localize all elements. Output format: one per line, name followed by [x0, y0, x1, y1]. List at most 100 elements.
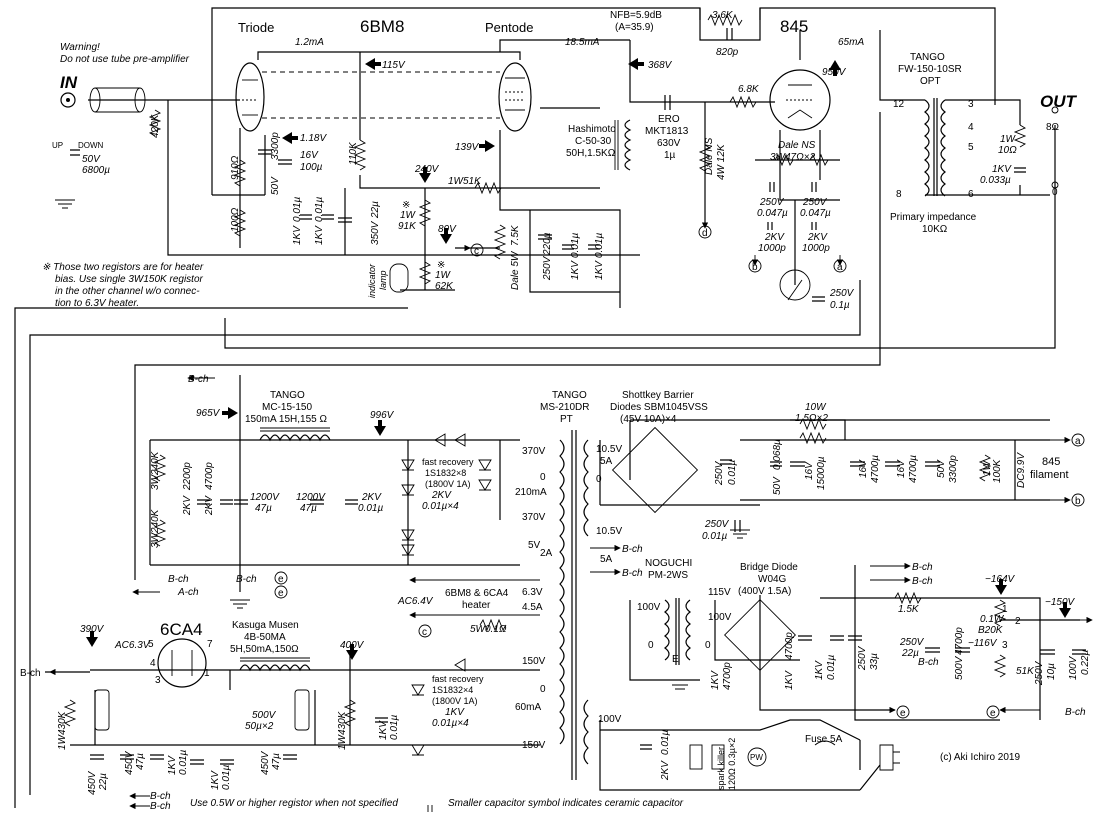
warning-detail: Do not use tube pre-amplifier [60, 54, 190, 65]
vr-pin-1: 1 [1002, 604, 1008, 615]
r-430a: 1W430K [57, 710, 68, 750]
voltage-118: 1.18V [300, 133, 327, 144]
c-b3-v: 1KV [814, 660, 825, 680]
cap-4: 1µ [664, 150, 676, 161]
c-1kvc: 0.01µ [389, 715, 400, 740]
c-f5: 3300p [948, 455, 959, 483]
r-91k-w: 1W [400, 210, 417, 221]
c-1kva: 0.01µ [178, 750, 189, 775]
marker-e-3: e [900, 708, 906, 719]
note-line-3: in the other channel w/o connec- [55, 286, 200, 297]
pentode-label: Pentode [485, 20, 533, 35]
voltage-arrows [49, 58, 1093, 810]
r-62k: 62K [435, 281, 454, 292]
tube-6bm8-label: 6BM8 [360, 17, 404, 36]
km-3: 5H,50mA,150Ω [230, 644, 299, 655]
bch-7: B-ch [622, 544, 643, 555]
opt-imp-2: 10KΩ [922, 224, 948, 235]
c-1kvc-v: 1KV [378, 720, 389, 740]
cap-3: 630V [657, 138, 681, 149]
current-triode: 1.2mA [295, 37, 324, 48]
tap-105: 10.5V [596, 444, 622, 455]
r-zobel: 10Ω [998, 145, 1017, 156]
bch-2: B-ch [168, 574, 189, 585]
cap-1: ERO [658, 114, 680, 125]
bias-100b: 100V [708, 612, 732, 623]
c-001c-v: 1KV [570, 260, 581, 280]
tap-100: 100V [598, 714, 622, 725]
c-2kv-2: 0.01µ [358, 503, 383, 514]
c-001d: 0.01µ [594, 233, 605, 258]
r-leak-2: 4W 12K [716, 143, 727, 180]
r-fil-2: 3W47Ω×2 [770, 152, 816, 163]
tap-0a: 0 [540, 472, 546, 483]
marker-e-1: e [278, 574, 284, 585]
mark-91k: ※ [402, 200, 410, 211]
pw-label: PW [750, 753, 763, 762]
tap-60: 60mA [515, 702, 541, 713]
c-1kvb-v: 1KV [210, 770, 221, 790]
r-62k-w: 1W [435, 270, 452, 281]
marker-circles [274, 225, 1085, 719]
bch-4: B-ch [236, 574, 257, 585]
c-fil-d: 1000p [802, 243, 830, 254]
marker-e-2: e [278, 588, 284, 599]
pt-1: TANGO [552, 390, 587, 401]
c-b5: 22µ [901, 648, 919, 659]
c-f5-v: 50V [936, 459, 947, 478]
r-zobel-w: 1W [1000, 134, 1017, 145]
bias-0b: 0 [705, 640, 711, 651]
c-b1: 4700p [722, 662, 733, 690]
chokes [239, 119, 632, 672]
opt-imp-1: Primary impedance [890, 212, 977, 223]
misc-components [389, 263, 900, 812]
r-in-label: 420K [150, 113, 161, 138]
nfb-a-label: (A=35.9) [615, 22, 654, 33]
marker-d: d [702, 228, 708, 239]
tube-845-label: 845 [780, 17, 808, 36]
opt-pin-5: 5 [968, 142, 974, 153]
c-b7-v: 250V [1034, 660, 1045, 686]
c-220: 220µ [542, 232, 553, 256]
c-001a: 0.01µ [292, 197, 303, 222]
r-240a: 3W240K [150, 450, 161, 490]
bch-3: B-ch [20, 668, 41, 679]
current-845: 65mA [838, 37, 864, 48]
vr-pin-2: 2 [1015, 616, 1021, 627]
choke-1: Hashimoto [568, 124, 616, 135]
lamp-label-1: indicator [367, 263, 377, 298]
r-91k: 91K [398, 221, 417, 232]
c-fil-b-v: 250V [802, 197, 828, 208]
c-nfb: 820p [716, 47, 739, 58]
c-450b-v: 450V [124, 750, 135, 775]
bias-e: E [672, 654, 679, 665]
c-fil-a-v: 250V [759, 197, 785, 208]
c-4700-v: 2KV [204, 495, 215, 516]
c-450c-v: 450V [260, 750, 271, 775]
out-8: 8Ω [1046, 122, 1060, 133]
tap-0b: 0 [596, 474, 602, 485]
c-in-v: 50V [82, 154, 101, 165]
r-f6: 100K [992, 458, 1003, 483]
choke-3: 50H,1.5KΩ [566, 148, 616, 159]
switch-up: UP [52, 141, 63, 150]
tap-5ab: 5A [600, 554, 613, 565]
marker-a-1: a [837, 262, 843, 273]
tap-150a: 150V [522, 656, 546, 667]
c-b1-v: 1KV [710, 670, 721, 690]
input-jack-icon [60, 87, 146, 113]
bch-9: B-ch [912, 562, 933, 573]
voltage-996: 996V [370, 410, 395, 421]
sb-1: Shottkey Barrier [622, 390, 694, 401]
pin-3: 3 [155, 675, 161, 686]
wiring [14, 7, 1080, 808]
sk-2: 120Ω 0.3µ×2 [727, 738, 737, 790]
c-1kva-v: 1KV [167, 755, 178, 775]
c-fil-d-v: 2KV [807, 232, 828, 243]
c-b6-v: 500V [954, 655, 965, 680]
opt-pin-8: 8 [896, 189, 902, 200]
fr-1: fast recovery [422, 457, 474, 467]
c-22: 22µ [370, 201, 381, 219]
c-sb-v: 250V [714, 460, 725, 486]
tube-6ca4 [157, 638, 207, 688]
